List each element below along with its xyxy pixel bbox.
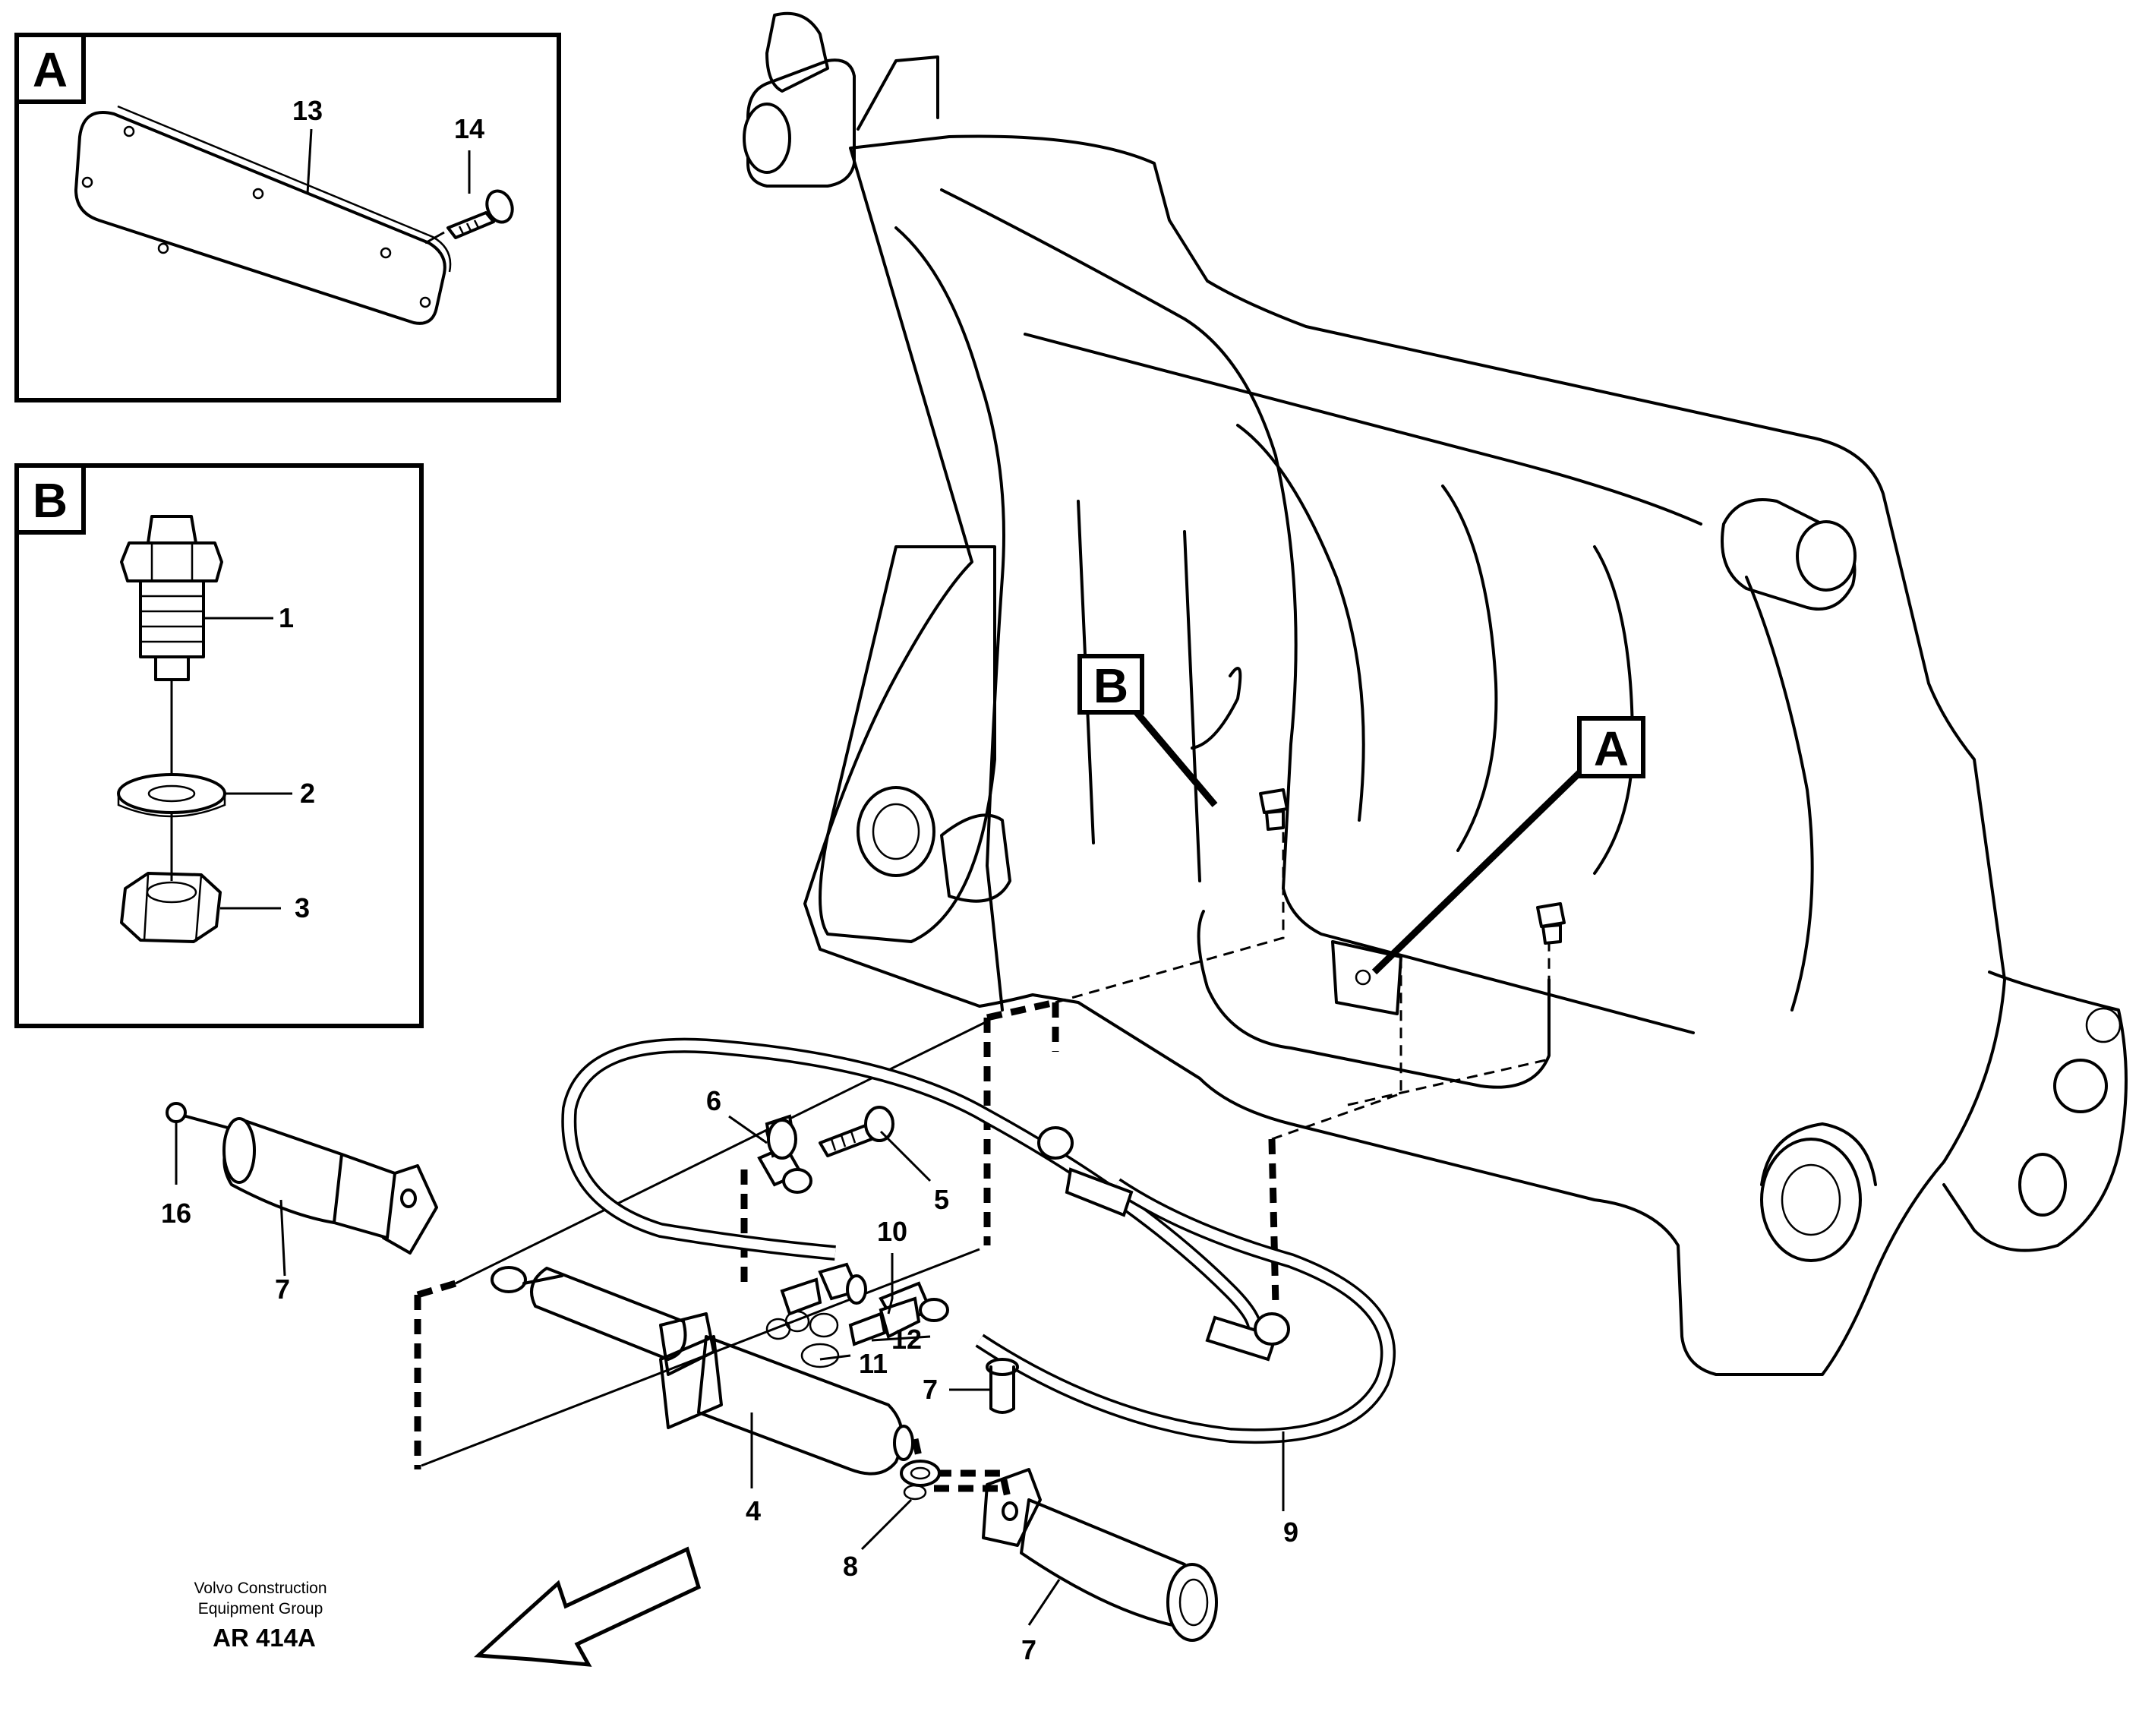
callout-11: 10	[877, 1216, 907, 1247]
cover-plate	[74, 105, 452, 325]
callout-7-lower: 7	[1021, 1634, 1036, 1665]
spacer-and-bolt	[765, 1106, 894, 1160]
snap-ring	[903, 1484, 927, 1501]
callout-6: 6	[706, 1085, 721, 1116]
pointer-b: B	[1077, 654, 1218, 807]
bolt-15	[446, 189, 514, 239]
footer-company-line-1: Volvo Construction	[194, 1580, 327, 1597]
detail-box-b: B 1 2 3	[14, 463, 424, 1028]
callout-1: 1	[279, 602, 294, 633]
direction-arrow-icon	[473, 1546, 702, 1667]
gas-spring-lower	[982, 1468, 1218, 1642]
pointer-b-letter: B	[1093, 658, 1128, 713]
hex-nut	[120, 872, 222, 943]
bolt-8	[986, 1358, 1019, 1414]
washer	[117, 773, 226, 818]
detail-box-b-letter: B	[33, 473, 68, 528]
footer-drawing-code: AR 414A	[213, 1624, 316, 1652]
frame-grease-nipple-right	[1536, 902, 1566, 945]
detail-box-a: A 13 14	[14, 33, 561, 402]
callout-7-upper: 7	[275, 1274, 290, 1305]
callout-12: 11	[859, 1348, 888, 1379]
frame-grease-nipple-left	[1259, 788, 1289, 831]
callout-14: 13	[292, 95, 323, 126]
callout-8: 7	[923, 1374, 938, 1405]
callout-13: 12	[891, 1324, 922, 1355]
gas-spring-upper	[166, 1102, 438, 1255]
callout-16: 16	[161, 1198, 191, 1229]
pointer-a-letter: A	[1594, 721, 1629, 776]
callout-3: 3	[295, 892, 310, 923]
detail-box-a-letter: A	[33, 43, 68, 97]
callout-4: 4	[746, 1495, 761, 1526]
callout-5: 5	[934, 1184, 949, 1215]
grease-nipple	[120, 515, 223, 681]
callout-15: 14	[454, 113, 484, 144]
callout-9: 8	[843, 1551, 858, 1582]
callout-10: 9	[1283, 1517, 1298, 1548]
pointer-a: A	[1371, 716, 1645, 975]
footer-company-line-2: Equipment Group	[198, 1600, 323, 1618]
callout-2: 2	[300, 778, 315, 809]
hydraulic-cylinder	[491, 1266, 941, 1487]
hydraulic-hoses	[561, 1037, 1396, 1444]
implement-bracket-frame	[743, 11, 2128, 1376]
